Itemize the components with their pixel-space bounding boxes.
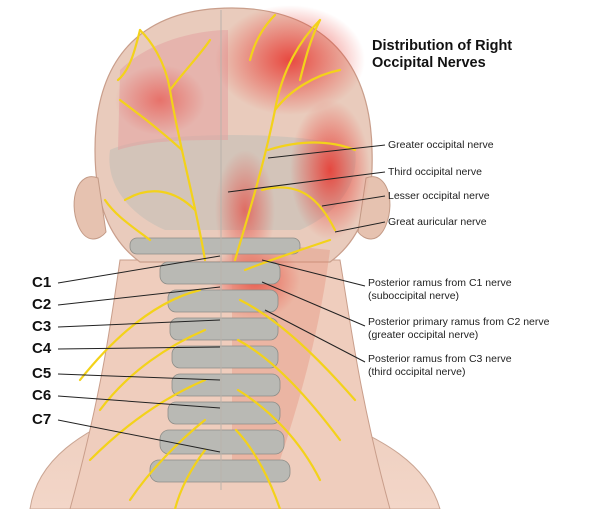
label-c1-ramus: Posterior ramus from C1 nerve (suboccipi…	[368, 277, 512, 302]
vertebra-label-c2: C2	[32, 296, 52, 313]
label-c3-ramus: Posterior ramus from C3 nerve (third occ…	[368, 353, 512, 378]
left-nerves	[78, 28, 212, 511]
label-c2-ramus: Posterior primary ramus from C2 nerve (g…	[368, 316, 549, 341]
label-lesser-occipital: Lesser occipital nerve	[388, 190, 490, 202]
label-c1-ramus-line2: (suboccipital nerve)	[368, 289, 460, 302]
vertebra-label-c5: C5	[32, 365, 52, 382]
label-greater-occipital: Greater occipital nerve	[388, 139, 494, 151]
title-line-2: Occipital Nerves	[372, 55, 486, 71]
diagram-title: Distribution of Right Occipital Nerves	[372, 38, 512, 72]
label-c1-ramus-line1: Posterior ramus from C1 nerve	[368, 277, 512, 289]
label-c3-ramus-line2: (third occipital nerve)	[368, 365, 466, 378]
vertebra-label-c7: C7	[32, 411, 52, 428]
label-third-occipital: Third occipital nerve	[388, 166, 482, 178]
title-line-1: Distribution of Right	[372, 38, 513, 54]
vertebra-label-c3: C3	[32, 318, 52, 335]
label-c2-ramus-line2: (greater occipital nerve)	[368, 328, 479, 341]
right-nerves	[233, 13, 357, 511]
label-c3-ramus-line1: Posterior ramus from C3 nerve	[368, 353, 512, 365]
cervical-spine	[129, 237, 301, 483]
label-great-auricular: Great auricular nerve	[388, 216, 487, 228]
vertebra-label-c1: C1	[32, 274, 52, 291]
label-c2-ramus-line1: Posterior primary ramus from C2 nerve	[368, 316, 550, 328]
left-ear	[73, 176, 107, 240]
vertebra-label-c6: C6	[32, 387, 52, 404]
vertebra-label-c4: C4	[32, 340, 52, 357]
leader-lines	[57, 144, 386, 453]
